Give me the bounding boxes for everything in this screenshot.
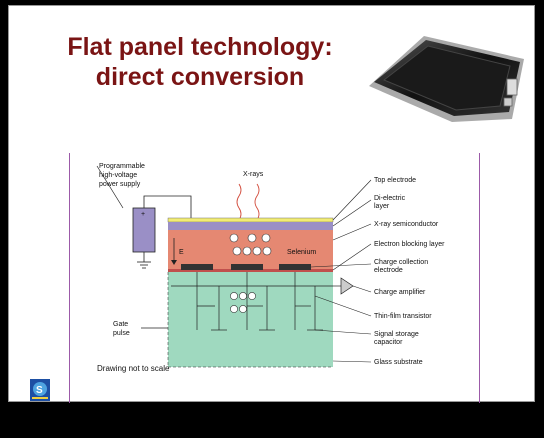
frame-right-line bbox=[479, 153, 480, 403]
label-dielectric-2: layer bbox=[374, 203, 390, 210]
slide-title: Flat panel technology: direct conversion bbox=[45, 32, 355, 92]
collection-electrode-2 bbox=[231, 264, 263, 270]
top-electrode-layer bbox=[167, 217, 334, 223]
flat-panel-photo bbox=[369, 36, 524, 122]
label-signal-storage-1: Signal storage bbox=[374, 331, 419, 338]
electron-blocking-layer bbox=[168, 269, 333, 272]
label-top-electrode: Top electrode bbox=[374, 177, 416, 184]
slide: Flat panel technology: direct conversion… bbox=[8, 5, 535, 403]
label-charge-collection-2: electrode bbox=[374, 267, 403, 274]
charge-amplifier-symbol bbox=[340, 277, 354, 295]
glass-substrate bbox=[168, 272, 333, 367]
logo-icon: S bbox=[30, 379, 50, 401]
not-to-scale-note: Drawing not to scale bbox=[97, 364, 170, 373]
selenium-label: Selenium bbox=[287, 249, 316, 256]
gate-pulse-label-1: Gate bbox=[113, 321, 128, 328]
e-field-label: E bbox=[179, 249, 184, 256]
label-dielectric-1: Di-electric bbox=[374, 195, 406, 202]
collection-electrode-3 bbox=[279, 264, 311, 270]
power-supply-label-1: Programmable bbox=[99, 163, 145, 170]
tft-circuit bbox=[171, 272, 341, 331]
title-line-1: Flat panel technology: bbox=[67, 33, 333, 61]
frame-left-line bbox=[69, 153, 70, 403]
power-supply-label-3: power supply bbox=[99, 181, 141, 188]
label-glass-substrate: Glass substrate bbox=[374, 359, 423, 366]
label-signal-storage-2: capacitor bbox=[374, 339, 403, 346]
xrays-label: X-rays bbox=[243, 171, 264, 178]
ground-symbol bbox=[137, 261, 151, 269]
power-supply-label-2: high-voltage bbox=[99, 172, 137, 179]
title-line-2: direct conversion bbox=[95, 63, 305, 91]
detector-cross-section: Programmable high-voltage power supply +… bbox=[96, 163, 445, 373]
gate-pulse-label-2: pulse bbox=[113, 330, 130, 337]
label-electron-blocking: Electron blocking layer bbox=[374, 241, 445, 248]
label-tft: Thin-film transistor bbox=[374, 313, 432, 320]
leader-lines bbox=[310, 179, 372, 363]
label-charge-amplifier: Charge amplifier bbox=[374, 289, 426, 296]
stored-charges bbox=[230, 292, 256, 313]
svg-text:S: S bbox=[36, 385, 43, 396]
dielectric-layer bbox=[168, 222, 333, 230]
battery-plus-sign: + bbox=[141, 211, 145, 218]
charge-carriers bbox=[229, 233, 272, 256]
power-supply-leader bbox=[96, 165, 124, 209]
label-xray-semiconductor: X-ray semiconductor bbox=[374, 221, 439, 228]
collection-electrode-1 bbox=[181, 264, 213, 270]
label-charge-collection-1: Charge collection bbox=[374, 259, 428, 266]
